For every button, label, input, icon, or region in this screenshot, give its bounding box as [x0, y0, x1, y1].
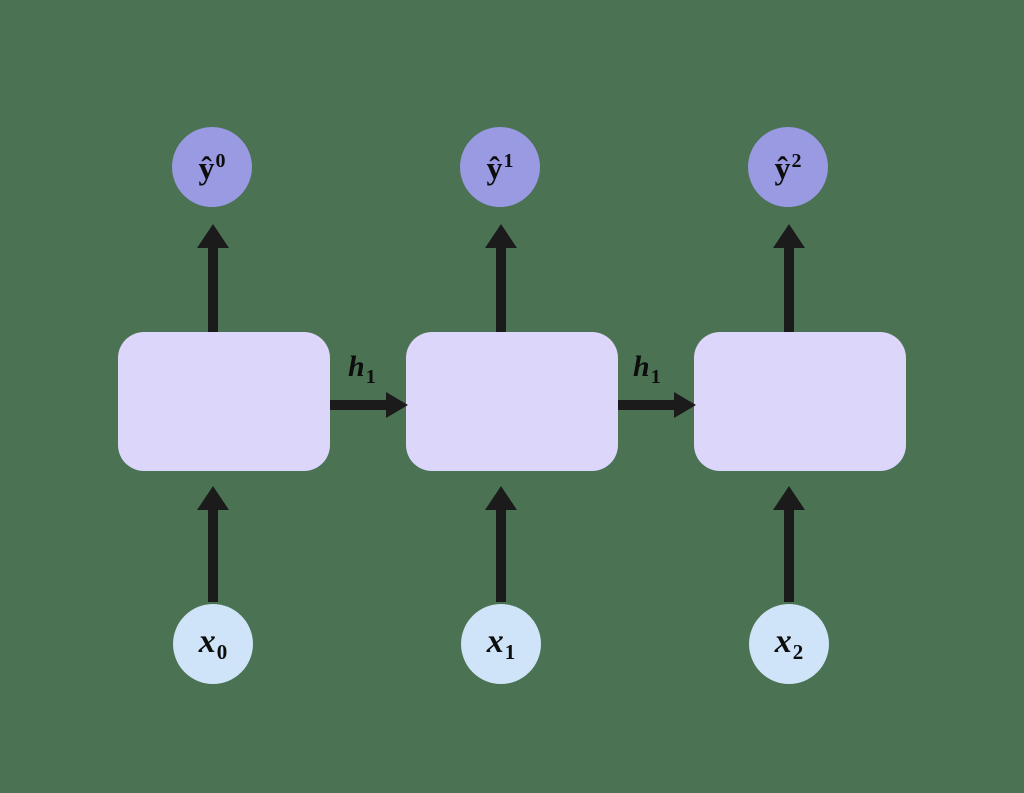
rnn-cell-1: [406, 332, 618, 471]
arrow-hidden-state-2: [618, 392, 696, 418]
input-node-label: x2: [774, 622, 804, 665]
output-node-label: ŷ2: [774, 149, 802, 186]
input-node-x-2: x2: [749, 604, 829, 684]
arrow-cell-0-to-output-0: [197, 224, 229, 334]
arrow-input-2-to-cell-2: [773, 486, 805, 602]
output-node-y-hat-1: ŷ1: [460, 127, 540, 207]
input-node-x-1: x1: [461, 604, 541, 684]
output-node-y-hat-0: ŷ0: [172, 127, 252, 207]
arrow-cell-1-to-output-1: [485, 224, 517, 334]
hidden-state-1-label: h1: [348, 350, 376, 388]
output-node-y-hat-2: ŷ2: [748, 127, 828, 207]
arrow-input-1-to-cell-1: [485, 486, 517, 602]
rnn-cell-2: [694, 332, 906, 471]
output-node-label: ŷ0: [198, 149, 226, 186]
input-node-label: x0: [198, 622, 228, 665]
output-index-superscript: 2: [791, 149, 802, 172]
hidden-state-index-subscript: 1: [365, 366, 376, 388]
hidden-state-2-label: h1: [633, 350, 661, 388]
input-index-subscript: 2: [792, 640, 804, 665]
input-node-label: x1: [486, 622, 516, 665]
rnn-cell-0: [118, 332, 330, 471]
output-index-superscript: 0: [215, 149, 226, 172]
input-node-x-0: x0: [173, 604, 253, 684]
input-index-subscript: 1: [504, 640, 516, 665]
input-index-subscript: 0: [216, 640, 228, 665]
arrow-cell-2-to-output-2: [773, 224, 805, 334]
arrow-hidden-state-1: [330, 392, 408, 418]
hidden-state-index-subscript: 1: [650, 366, 661, 388]
output-node-label: ŷ1: [486, 149, 514, 186]
output-index-superscript: 1: [503, 149, 514, 172]
arrow-input-0-to-cell-0: [197, 486, 229, 602]
